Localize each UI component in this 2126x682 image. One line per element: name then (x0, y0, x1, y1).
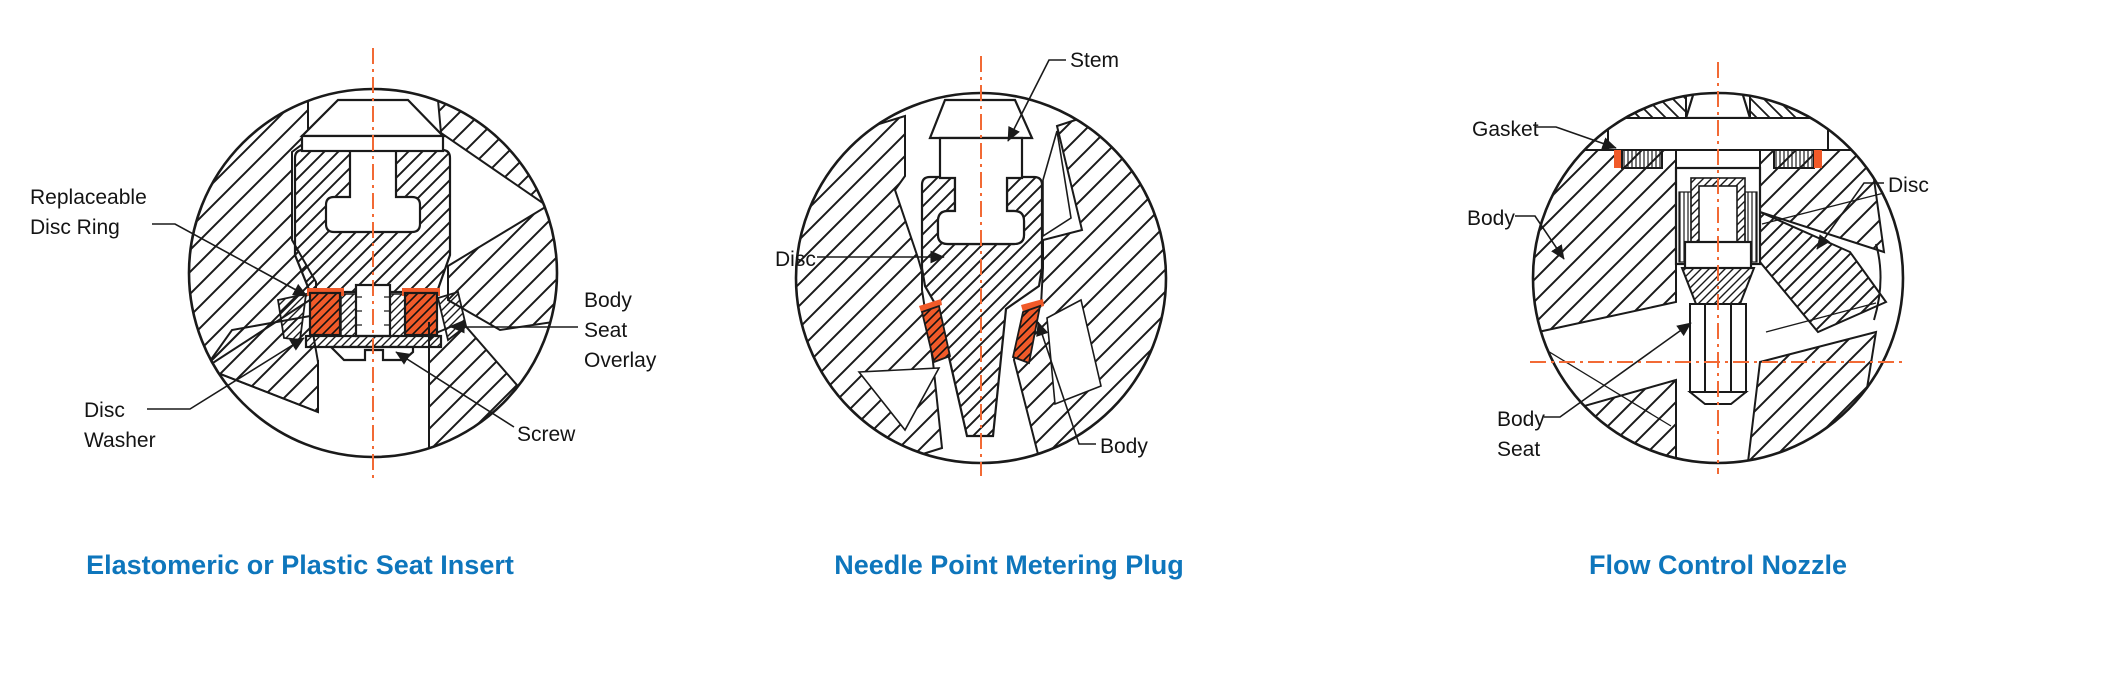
label-line: Disc (84, 399, 125, 422)
nozzle-tube-wall-left (1689, 303, 1706, 393)
leader-lines (1515, 126, 1884, 418)
label-line: Gasket (1472, 118, 1539, 141)
label-line: Disc Ring (30, 216, 120, 239)
metering-plug-section (796, 94, 1166, 463)
body-hatch-right (447, 198, 557, 332)
seat-highlight-left (920, 304, 952, 364)
nozzle-tube-wall-right (1730, 303, 1747, 393)
label-stem: Stem (1070, 46, 1119, 76)
label-line: Replaceable (30, 186, 147, 209)
panel-title: Elastomeric or Plastic Seat Insert (86, 550, 514, 580)
nozzle-tip (1687, 391, 1749, 405)
stem-tee (936, 136, 1026, 246)
leader-stem (1007, 59, 1066, 142)
label-line: Washer (84, 429, 156, 452)
label-line: Screw (517, 423, 576, 446)
seat-insert-diagram (147, 48, 578, 478)
leader-lines (817, 59, 1096, 445)
bonnet-hatch-right (436, 89, 557, 238)
label-line: Body (1467, 207, 1515, 230)
seat-insert-section (189, 89, 557, 454)
gasket-tip-right (1814, 150, 1822, 168)
label-body-seat-overlay: Body Seat Overlay (584, 286, 656, 376)
panel-title: Needle Point Metering Plug (834, 550, 1184, 580)
flow-construction-lines (1533, 191, 1889, 427)
body-hatch-left (796, 114, 944, 463)
retainer-left (340, 293, 357, 337)
panel-title: Flow Control Nozzle (1589, 550, 1847, 580)
flow-nozzle-section (1533, 93, 1889, 463)
seat-insert-highlight-right (403, 291, 439, 337)
leader-lines (147, 223, 578, 428)
label-line: Seat (1497, 438, 1541, 461)
label-line: Body (1100, 435, 1148, 458)
label-line: Body (1497, 408, 1545, 431)
label-line: Body (584, 289, 632, 312)
screw-thread-ticks (356, 296, 390, 326)
seat-insert-highlight-left (308, 291, 342, 337)
leader-body-seat (1544, 322, 1692, 418)
label-line: Stem (1070, 49, 1120, 72)
label-body: Body (1100, 432, 1148, 462)
panel-elastomeric-seat-insert: Replaceable Disc Ring Body Seat Overlay … (0, 0, 709, 682)
body-hatch-lower-right (428, 320, 532, 454)
leader-gasket (1535, 126, 1617, 150)
leader-screw (395, 351, 515, 428)
gasket-tip-left (1614, 150, 1622, 168)
leader-disc (1816, 182, 1884, 250)
label-gasket: Gasket (1472, 115, 1539, 145)
label-screw: Screw (517, 420, 575, 450)
retainer-right (389, 293, 406, 337)
body-hatch-lower-right (1746, 330, 1878, 463)
screw-head (328, 345, 415, 362)
label-line: Disc (775, 248, 816, 271)
panel-needle-point-metering-plug: Stem Disc Body Needle Point Metering Plu… (709, 0, 1418, 682)
flow-nozzle-diagram (1515, 62, 1906, 474)
flow-passage-left (857, 367, 941, 432)
leader-body (1515, 215, 1565, 260)
flow-passage-right (1046, 298, 1102, 406)
bore-outline (204, 322, 430, 446)
gasket-right (1773, 149, 1815, 169)
panel-flow-control-nozzle: Gasket Body Disc Body Seat Flow Control … (1418, 0, 2126, 682)
leader-disc-washer (147, 337, 305, 410)
leader-body (1036, 321, 1096, 445)
metering-plug-diagram (794, 56, 1168, 476)
seat-highlight-right (1011, 304, 1042, 365)
label-body-seat: Body Seat (1497, 405, 1545, 465)
label-disc: Disc (775, 245, 816, 275)
seat-lip-right (1021, 299, 1044, 312)
label-line: Overlay (584, 349, 657, 372)
seat-lip-left (919, 299, 942, 312)
label-body: Body (1467, 204, 1515, 234)
label-replaceable-disc-ring: Replaceable Disc Ring (30, 183, 147, 243)
label-line: Disc (1888, 174, 1929, 197)
body-hatch-left (1533, 149, 1677, 334)
label-disc: Disc (1888, 171, 1929, 201)
label-line: Seat (584, 319, 628, 342)
gasket-left (1621, 149, 1663, 169)
label-disc-washer: Disc Washer (84, 396, 156, 456)
disc-holder (293, 148, 452, 294)
side-port-arc (1873, 243, 1882, 321)
leader-replaceable-disc-ring (152, 223, 308, 297)
